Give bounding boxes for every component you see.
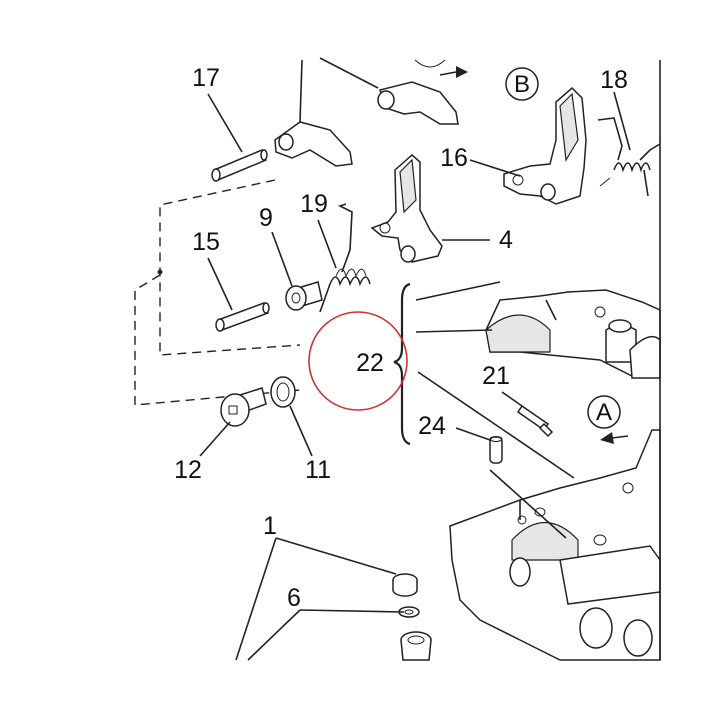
- callout-6: 6: [287, 584, 301, 612]
- view-marker-b: B: [505, 67, 539, 101]
- callout-4: 4: [499, 226, 513, 254]
- callout-22: 22: [356, 349, 384, 377]
- callout-11: 11: [305, 456, 331, 484]
- callout-1: 1: [263, 512, 277, 540]
- part-22-bearing-cap: [485, 289, 661, 379]
- callout-19: 19: [300, 190, 328, 218]
- brace-22: [393, 281, 575, 479]
- callout-16: 16: [440, 144, 468, 172]
- cylinder-head: [449, 429, 661, 661]
- part-1-cap: [392, 573, 418, 597]
- part-17-pin: [211, 149, 268, 182]
- leader-lines: [199, 91, 631, 661]
- callout-labels: 17 15 9 19 4 16 18 12 11 22 21 24 1 6: [174, 64, 628, 612]
- part-rocker-arm-upper: [274, 59, 353, 167]
- view-marker-a-label: A: [596, 399, 612, 426]
- part-15-pin: [215, 302, 270, 332]
- part-19-spring: [319, 203, 371, 313]
- part-rocker-arm-top: [319, 57, 468, 125]
- highlight-circle-22: [308, 311, 408, 411]
- part-seal: [400, 631, 432, 661]
- callout-18: 18: [600, 66, 628, 94]
- part-16-lever: [503, 86, 587, 205]
- part-4-lever: [370, 154, 443, 263]
- part-11-washer: [270, 376, 296, 408]
- view-marker-a: A: [587, 395, 629, 444]
- part-21-pin: [516, 404, 554, 438]
- callout-9: 9: [259, 204, 273, 232]
- part-18-spring: [597, 117, 661, 197]
- part-24-dowel: [489, 436, 503, 464]
- view-marker-b-label: B: [514, 71, 530, 98]
- callout-12: 12: [174, 456, 202, 484]
- callout-24: 24: [418, 412, 446, 440]
- callout-15: 15: [192, 228, 220, 256]
- part-9-bush: [285, 281, 323, 311]
- callout-17: 17: [192, 64, 220, 92]
- callout-21: 21: [482, 362, 510, 390]
- assembly-dashed-outline: [134, 179, 301, 406]
- part-12-plug-bolt: [220, 387, 267, 427]
